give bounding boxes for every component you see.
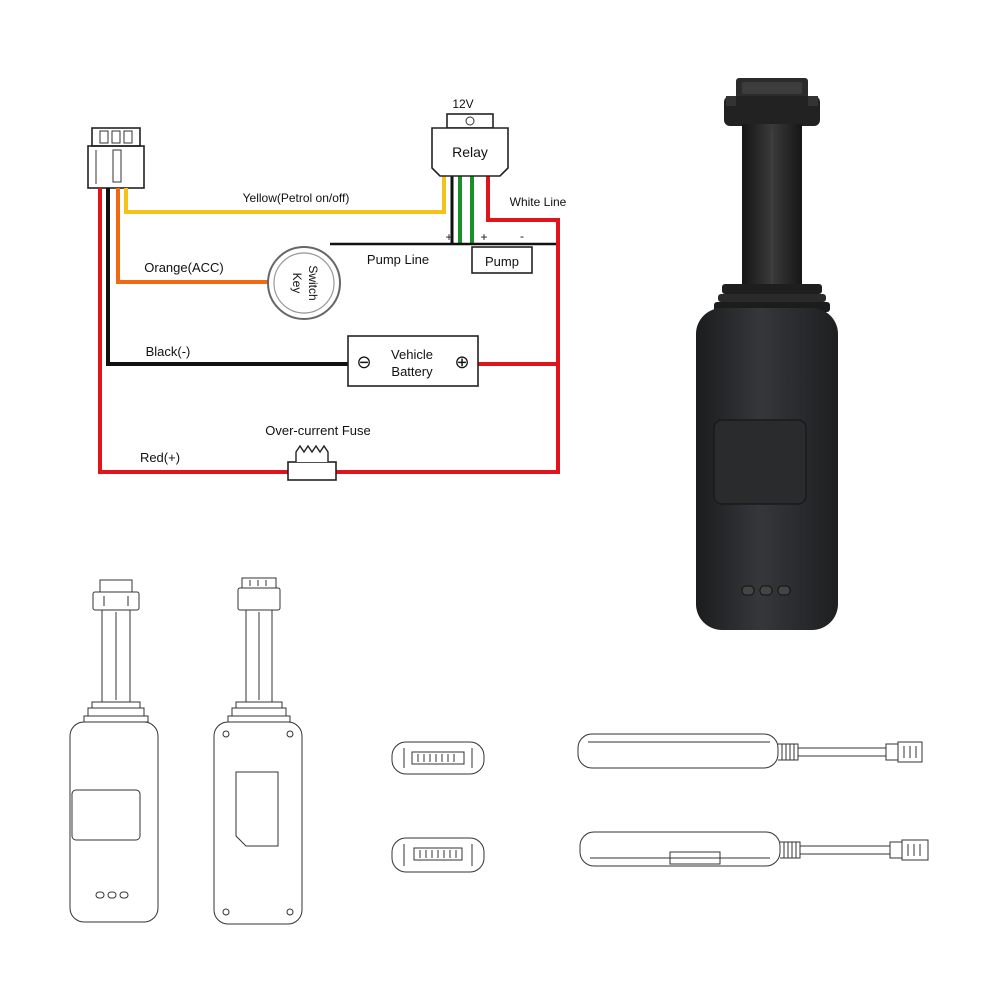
side-view-bottom xyxy=(579,831,929,867)
end-view-top xyxy=(391,741,485,775)
orange-wire xyxy=(116,188,272,284)
battery-label-line-1: Vehicle xyxy=(391,347,433,362)
key-label: Key xyxy=(290,273,304,294)
yellow-wire-label: Yellow(Petrol on/off) xyxy=(243,191,350,205)
over-current-fuse xyxy=(287,444,337,481)
plus-sign-1: + xyxy=(445,230,452,244)
battery-minus-icon: ⊖ xyxy=(356,352,371,372)
switch-label: Switch xyxy=(306,265,320,300)
front-view-drawing xyxy=(69,579,159,923)
black-wire-label: Black(-) xyxy=(146,344,191,359)
battery-label-line-2: Battery xyxy=(391,364,433,379)
device-photo xyxy=(696,78,838,630)
switch-key: Switch Key xyxy=(267,246,341,320)
orange-wire-label: Orange(ACC) xyxy=(144,260,223,275)
white-line-label: White Line xyxy=(510,195,567,209)
pump-label: Pump xyxy=(485,254,519,269)
battery-plus-icon: ⊕ xyxy=(454,352,469,372)
pump-line-label: Pump Line xyxy=(367,252,429,267)
wiring-diagram: Relay 12V Pump Pump Line + + - Yellow(Pe… xyxy=(87,97,567,481)
pump-box xyxy=(471,246,533,274)
connector-plug xyxy=(87,127,145,189)
side-view-top xyxy=(577,733,923,769)
relay-voltage-label: 12V xyxy=(452,97,473,111)
yellow-wire xyxy=(124,172,446,214)
back-view-drawing xyxy=(213,577,303,925)
end-view-bottom xyxy=(391,837,485,873)
relay-box: Relay 12V xyxy=(431,97,509,177)
relay-label: Relay xyxy=(452,144,488,160)
fuse-label: Over-current Fuse xyxy=(265,423,370,438)
vehicle-battery: ⊖ ⊕ Vehicle Battery xyxy=(347,335,479,387)
black-wire xyxy=(106,188,348,366)
minus-sign: - xyxy=(520,229,524,243)
red-wire xyxy=(98,168,560,474)
red-wire-label: Red(+) xyxy=(140,450,180,465)
plus-sign-2: + xyxy=(480,230,487,244)
